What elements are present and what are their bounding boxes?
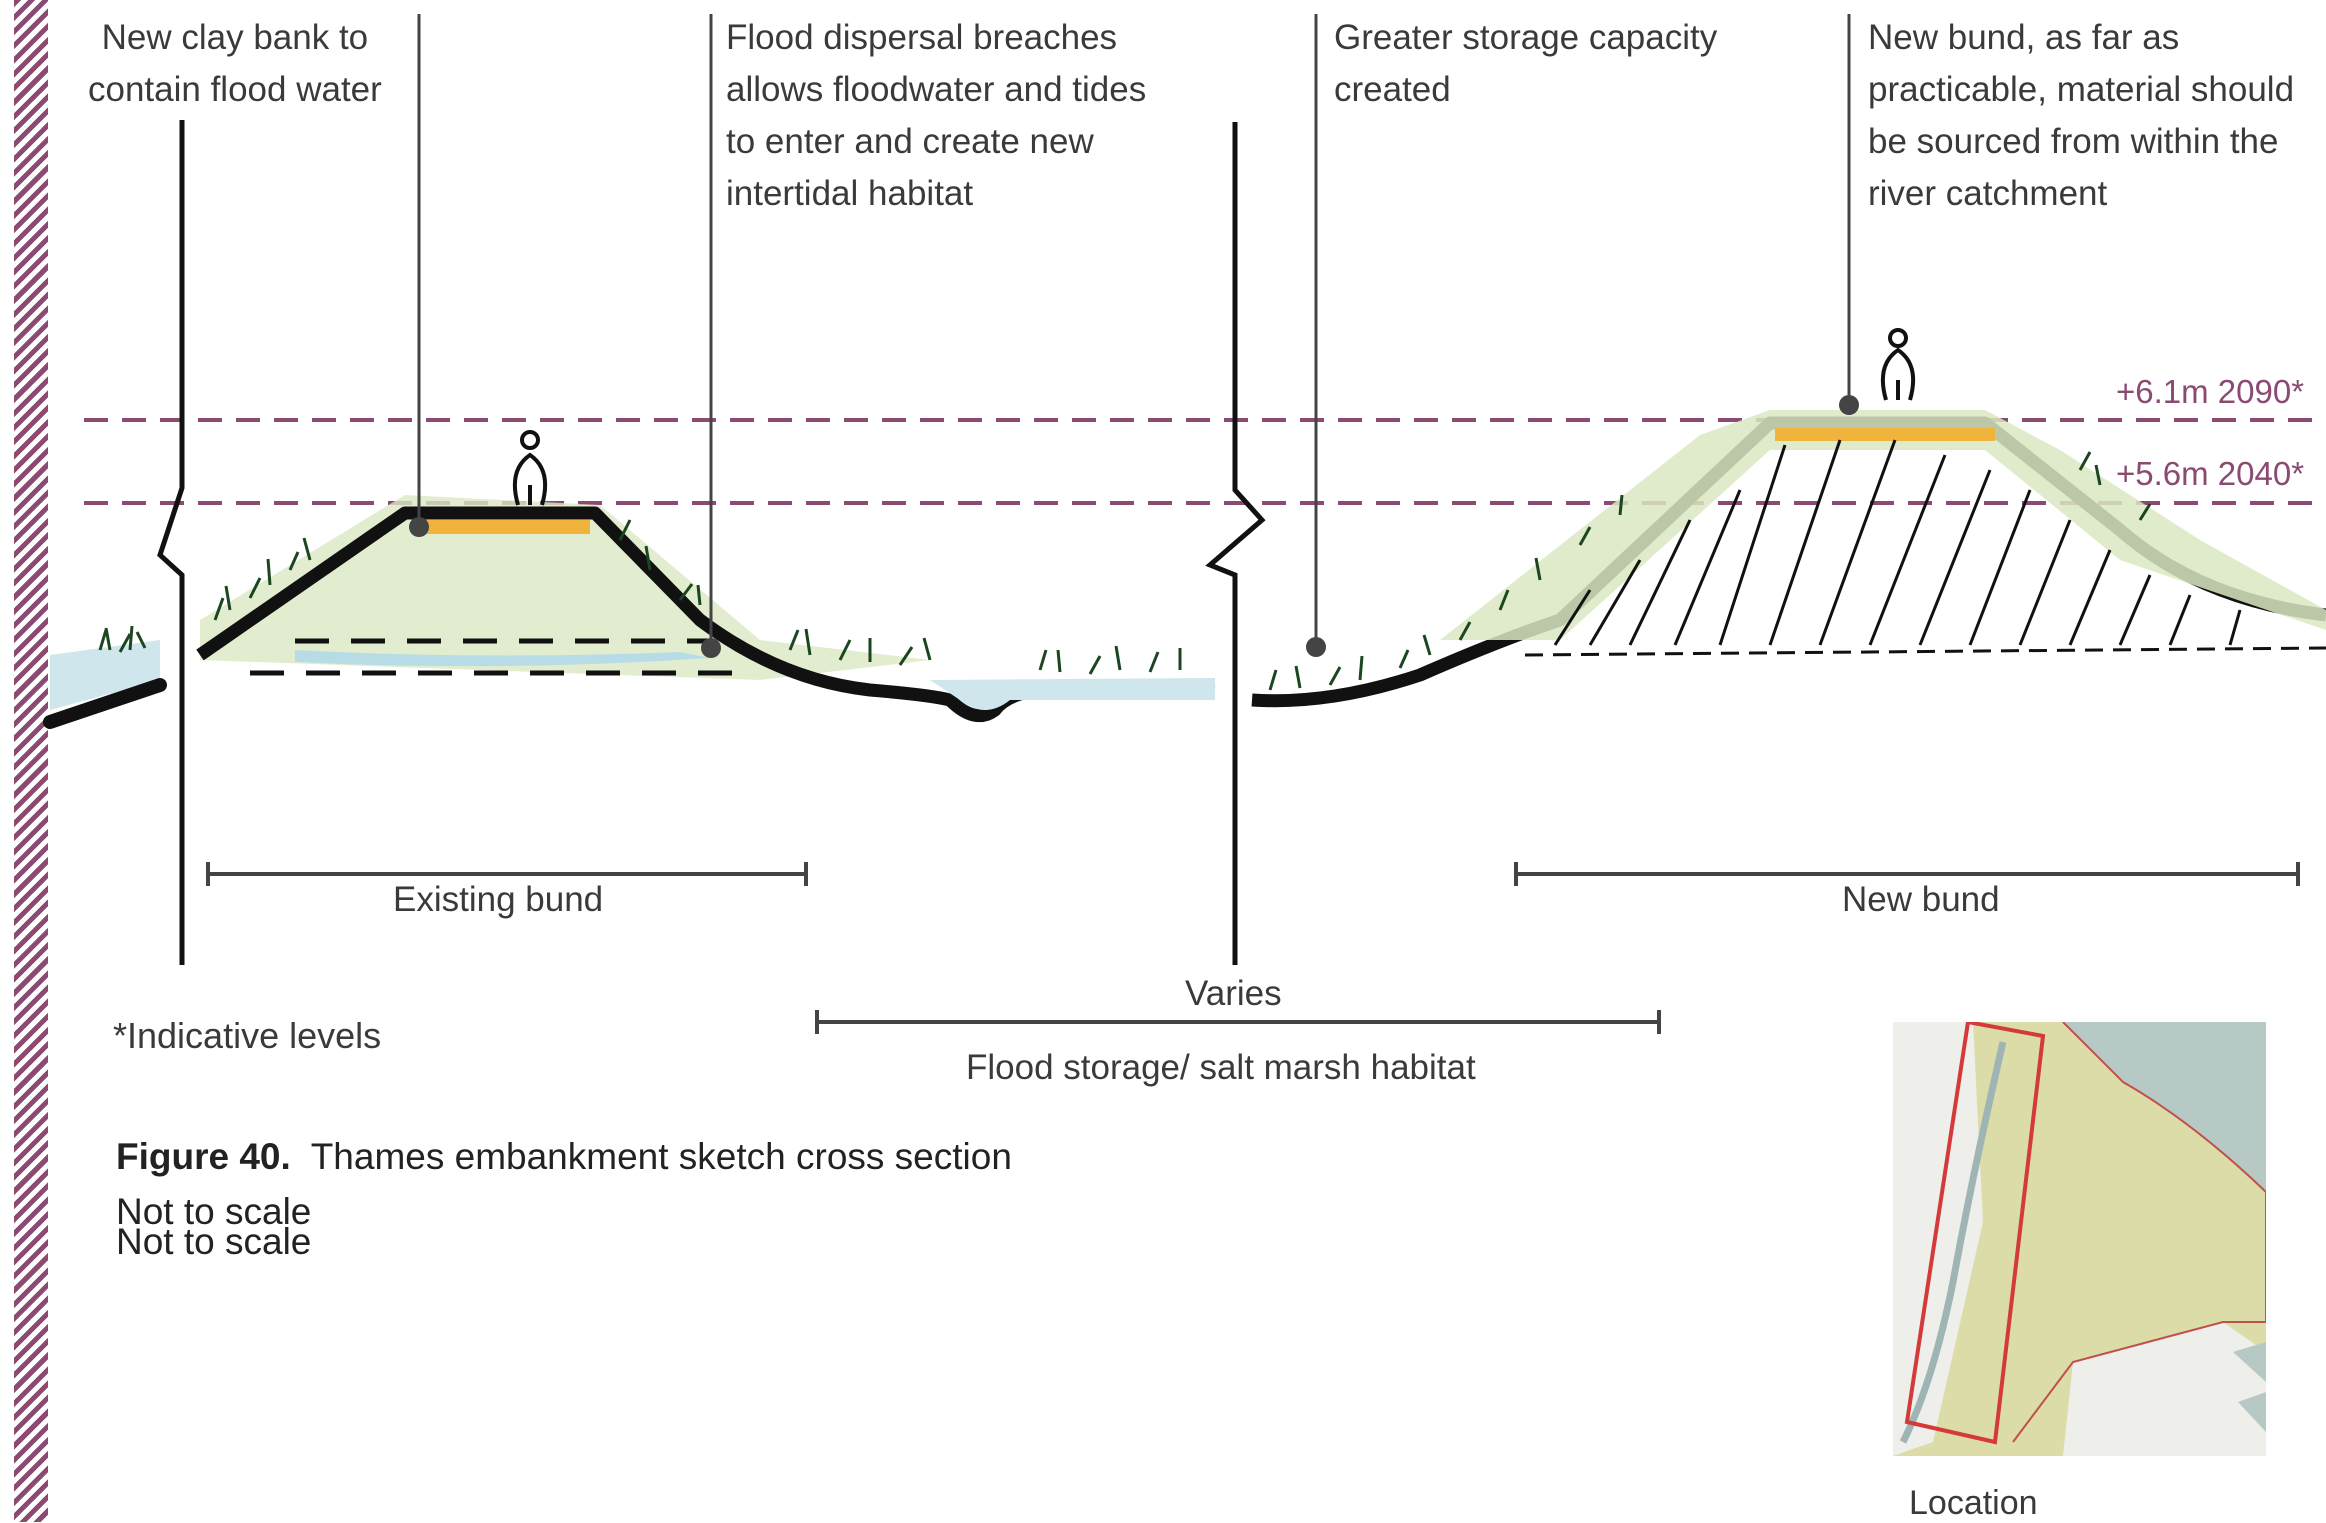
callout-line: be sourced from within the bbox=[1868, 122, 2279, 161]
scale-note: Not to scale bbox=[116, 1221, 312, 1262]
figure-title: Thames embankment sketch cross section bbox=[310, 1136, 1012, 1177]
dimension-new-bund bbox=[1514, 862, 2300, 886]
callout-line: contain flood water bbox=[88, 70, 382, 109]
callout-storage: Greater storage capacity created bbox=[1334, 12, 1717, 116]
map-urban-area bbox=[1893, 1022, 1983, 1456]
channel-water bbox=[930, 678, 1215, 710]
leader-dot-clay-bank bbox=[409, 517, 429, 537]
leader-dot-new-bund bbox=[1839, 395, 1859, 415]
location-map-graphic bbox=[1893, 1022, 2266, 1456]
existing-bund-vegetation bbox=[200, 495, 930, 680]
new-bund-vegetation bbox=[1440, 410, 2326, 640]
callout-line: intertidal habitat bbox=[726, 174, 974, 213]
location-label: Location bbox=[1909, 1484, 2038, 1522]
interior-water bbox=[295, 650, 710, 667]
person-figure-left bbox=[513, 430, 547, 506]
decorative-stripe-border bbox=[14, 0, 48, 1522]
map-urban-south bbox=[2063, 1322, 2266, 1456]
leader-dot-breaches bbox=[701, 638, 721, 658]
callout-line: New bund, as far as bbox=[1868, 18, 2180, 57]
new-bund-base-dash bbox=[1524, 646, 2326, 657]
map-boundary bbox=[2012, 1022, 2266, 1443]
callout-line: Flood dispersal breaches bbox=[726, 18, 1118, 57]
dimension-existing-bund bbox=[206, 862, 808, 886]
callout-line: to enter and create new bbox=[726, 122, 1094, 161]
callout-line: practicable, material should bbox=[1868, 70, 2295, 109]
existing-bund-crest bbox=[425, 520, 590, 534]
section-break-left bbox=[157, 120, 185, 965]
callout-line: allows floodwater and tides bbox=[726, 70, 1147, 109]
scale-note: Not to scale bbox=[116, 1191, 312, 1232]
existing-bund-label: Existing bund bbox=[393, 880, 604, 919]
new-bund-fill-hatching bbox=[1553, 439, 2242, 646]
grass-tufts-right bbox=[1268, 451, 2152, 691]
dimension-flood-storage bbox=[815, 1010, 1661, 1034]
figure-caption: Figure 40. Thames embankment sketch cros… bbox=[116, 1136, 1012, 1178]
map-river bbox=[1899, 1041, 2007, 1444]
flood-storage-label: Flood storage/ salt marsh habitat bbox=[966, 1048, 1476, 1087]
section-break-middle bbox=[1205, 122, 1266, 965]
callout-clay-bank: New clay bank to contain flood water bbox=[88, 12, 382, 116]
new-bund-label: New bund bbox=[1842, 880, 2000, 919]
callout-line: New clay bank to bbox=[101, 18, 369, 57]
callout-line: river catchment bbox=[1868, 174, 2108, 213]
new-bund-crest bbox=[1775, 428, 1995, 441]
callout-new-bund: New bund, as far as practicable, materia… bbox=[1868, 12, 2294, 220]
leader-dot-storage bbox=[1306, 637, 1326, 657]
varies-label: Varies bbox=[1185, 974, 1282, 1013]
river-water-left bbox=[50, 640, 160, 710]
map-study-area-outline bbox=[1904, 1022, 2046, 1445]
callout-line: created bbox=[1334, 70, 1451, 109]
callout-line: Greater storage capacity bbox=[1334, 18, 1718, 57]
level-label-2090: +6.1m 2090* bbox=[2116, 373, 2305, 410]
location-map bbox=[1893, 1022, 2266, 1456]
indicative-levels-note: *Indicative levels bbox=[113, 1015, 382, 1056]
figure-number: Figure 40. bbox=[116, 1136, 291, 1177]
person-figure-right bbox=[1881, 328, 1915, 401]
ground-line-far-left bbox=[43, 678, 167, 729]
level-label-2040: +5.6m 2040* bbox=[2116, 455, 2305, 492]
callout-breaches: Flood dispersal breaches allows floodwat… bbox=[726, 12, 1146, 220]
map-water-patches bbox=[2233, 1342, 2266, 1432]
grass-tufts-left bbox=[98, 519, 1182, 675]
